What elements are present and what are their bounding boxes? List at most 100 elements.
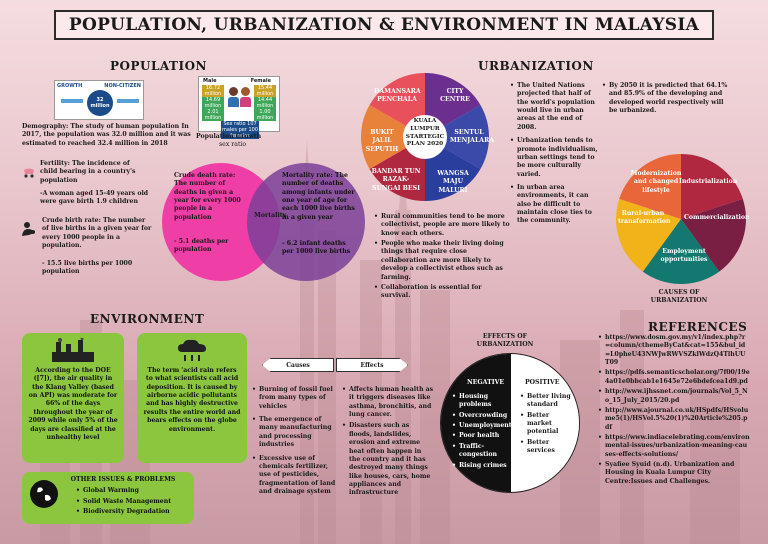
list-item: The emergence of many manufacturing and …: [252, 416, 338, 449]
list-item: Housing problems: [452, 393, 512, 410]
causes-caption: CAUSES OF URBANIZATION: [650, 289, 708, 305]
list-item: People who make their living doing thing…: [374, 240, 512, 282]
wheel-segment-bukit-jalil: [361, 105, 425, 169]
crude-death-text: Crude death rate: The number of deaths i…: [174, 172, 241, 221]
doe-card-text: According to the DOE ([7]), the air qual…: [28, 367, 118, 441]
sex-ratio-badge: Sex ratio 107 males per 100 females: [221, 121, 259, 139]
list-item: Affects human health as it triggers dise…: [342, 386, 434, 419]
positive-title: POSITIVE: [525, 379, 560, 386]
urbanization-heading: URBANIZATION: [478, 59, 594, 73]
causes-label-industrialization: Industrialization: [679, 178, 738, 185]
mortality-rate-circle: [247, 163, 365, 281]
environment-effects-list: Affects human health as it triggers dise…: [342, 386, 434, 500]
female-label: Female: [250, 78, 271, 84]
causes-segment-commercialization: [681, 198, 746, 272]
references-list: https://www.dosm.gov.my/v1/index.php?r=c…: [598, 334, 750, 488]
globe-icon: [30, 480, 58, 508]
effects-arrow-label: Effects: [336, 358, 408, 372]
causes-label-commercialization: Commercialization: [684, 214, 750, 221]
crude-death-note: - 5.1 deaths per population: [174, 238, 229, 254]
list-item: Traffic-congestion: [452, 443, 512, 460]
female-avatar-icon: [241, 87, 250, 96]
female-value-3: 1.00 million: [254, 109, 276, 121]
reference-link[interactable]: http://www.ajournal.co.uk/HSpdfs/HSvolum…: [598, 407, 750, 432]
list-item: By 2050 it is predicted that 64.1% and 8…: [602, 82, 730, 115]
effects-caption: EFFECTS OF URBANIZATION: [476, 333, 534, 349]
female-body-icon: [240, 97, 251, 107]
wheel-label-sentul: SENTUL MENJALARA: [450, 129, 495, 145]
reference-link[interactable]: https://www.dosm.gov.my/v1/index.php?r=c…: [598, 334, 750, 367]
list-item: Unemployment: [452, 422, 512, 431]
wheel-label-damansara: DAMANSARA PENCHALA: [374, 88, 421, 104]
male-body-icon: [228, 97, 239, 107]
sex-ratio-caption: sex ratio: [219, 141, 247, 148]
other-issues-title: OTHER ISSUES & PROBLEMS: [70, 476, 176, 483]
non-citizen-bar: [117, 99, 139, 103]
male-value-3: 2.01 million: [202, 109, 224, 121]
reference-link[interactable]: https://pdfs.semanticscholar.org/7f00/19…: [598, 369, 750, 386]
wheel-label-bukit-jalil: BUKIT JALIL SEPUTIH: [365, 129, 399, 153]
page-title: POPULATION, URBANIZATION & ENVIRONMENT I…: [54, 10, 714, 40]
wheel-label-wangsa-maju: WANGSA MAJU MALURI: [437, 170, 469, 194]
un-points-list: The United Nations projected that half o…: [510, 82, 600, 228]
mortality-rate-note: - 6.2 infant deaths per 1000 live births: [282, 240, 351, 256]
female-value-1: 15.44 million: [254, 85, 276, 97]
wheel-center: [403, 115, 447, 159]
other-issues-list: Global Warming Solid Waste Management Bi…: [76, 487, 188, 516]
birth-icon: [20, 220, 38, 238]
list-item: Better services: [520, 439, 574, 456]
causes-label-rural-urban: Rural-urban transformation: [618, 210, 671, 226]
demography-text: Demography: The study of human populatio…: [22, 123, 191, 147]
male-value-2: 14.69 million: [202, 97, 224, 109]
environment-causes-list: Burning of fossil fuel from many types o…: [252, 386, 338, 498]
list-item: Excessive use of chemicals fertilizer, u…: [252, 455, 338, 497]
reference-link[interactable]: https://www.indiacelebrating.com/environ…: [598, 434, 750, 459]
sex-ratio-infographic: Male Female 16.72 million 14.69 million …: [198, 76, 280, 139]
causes-segment-modernization: [619, 154, 681, 219]
references-heading: REFERENCES: [648, 320, 748, 334]
causes-label-employment: Employment opportunities: [660, 248, 708, 264]
wheel-label-bandar-tun-razak: BANDAR TUN RAZAK-SUNGAI BESI: [371, 168, 421, 192]
causes-segment-industrialization: [681, 154, 743, 219]
list-item: Burning of fossil fuel from many types o…: [252, 386, 338, 411]
crude-birth-note: - 15.5 live births per 1000 population: [42, 260, 133, 276]
factory-icon: [48, 337, 98, 364]
list-item: Urbanization tends to promote individual…: [510, 137, 600, 179]
list-item: Global Warming: [76, 487, 188, 496]
causes-segment-rural-urban: [616, 198, 681, 272]
list-item: In urban area environments, it can also …: [510, 184, 600, 226]
male-value-1: 16.72 million: [202, 85, 224, 97]
list-item: Collaboration is essential for survival.: [374, 284, 512, 301]
population-heading: POPULATION: [110, 59, 208, 73]
list-item: The United Nations projected that half o…: [510, 82, 600, 132]
acid-card-text: The term 'acid rain refers to what scien…: [143, 367, 241, 433]
acid-rain-cloud-icon: [176, 338, 208, 364]
total-population-badge: 32 million: [87, 90, 113, 116]
venn-center-label: Mortality: [254, 212, 287, 219]
mortality-rate-text: Mortality rate: The number of deaths amo…: [282, 172, 355, 221]
male-label: Male: [203, 78, 217, 84]
growth-bar: [61, 99, 83, 103]
wheel-label-city-centre: CITY CENTRE: [440, 88, 470, 104]
causes-arrow-label: Causes: [262, 358, 334, 372]
female-value-2: 14.44 million: [254, 97, 276, 109]
growth-tag: GROWTH: [57, 83, 83, 89]
crude-birth-text: Crude birth rate: The number of live bir…: [42, 217, 152, 250]
kl-strategic-wheel: [361, 73, 489, 201]
causes-label-modernization: Modernization and changed lifestyle: [630, 170, 682, 194]
wheel-center-label: KUALA LUMPUR STARTEGIC PLAN 2020: [405, 118, 445, 148]
population-infographic: GROWTH NON-CITIZEN 32 million: [54, 80, 144, 120]
rural-points-list: Rural communities tend to be more collec…: [374, 213, 512, 303]
non-citizen-tag: NON-CITIZEN: [104, 83, 141, 89]
reference-link[interactable]: http://www.ijhssnet.com/journals/Vol_5_N…: [598, 388, 750, 405]
fertility-text: Fertility: The incidence of child bearin…: [40, 160, 136, 184]
causes-segment-employment: [642, 219, 720, 284]
list-item: Disasters such as floods, landslides, er…: [342, 422, 434, 497]
population-growth-caption: Population Growth: [196, 133, 262, 140]
list-item: Rising crimes: [452, 462, 512, 471]
fertility-note: -A woman aged 15-49 years old were gave …: [40, 190, 149, 206]
list-item: Poor health: [452, 432, 512, 441]
list-item: Better market potential: [520, 412, 574, 437]
list-item: Rural communities tend to be more collec…: [374, 213, 512, 238]
negative-title: NEGATIVE: [467, 379, 505, 386]
